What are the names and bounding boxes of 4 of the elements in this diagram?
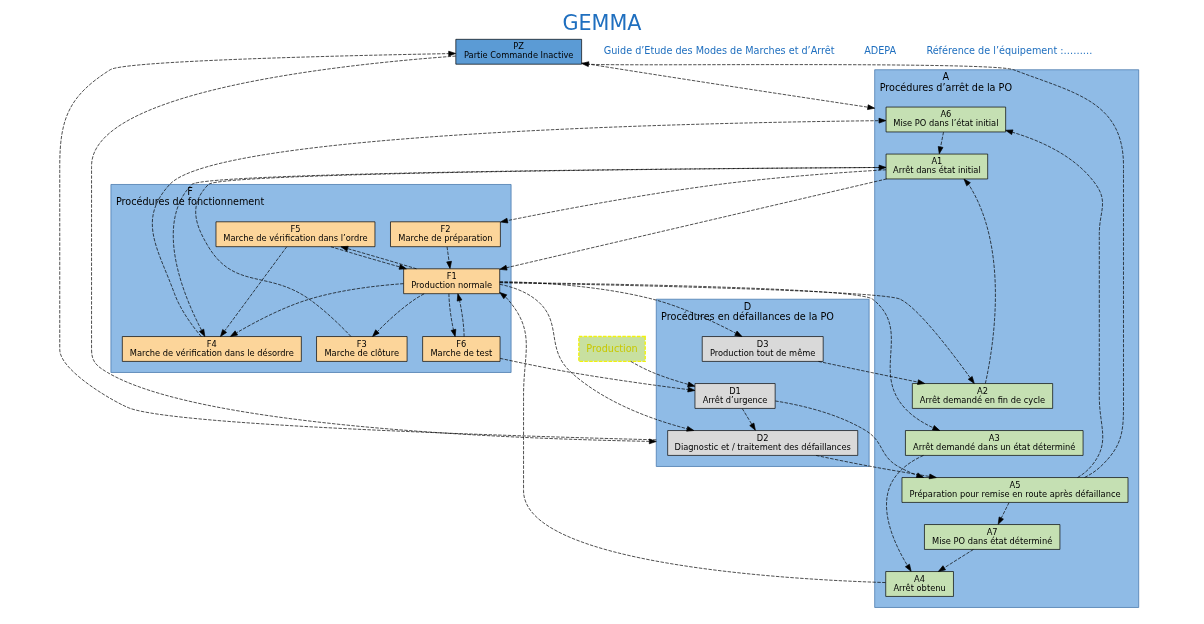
label: Référence de l’équipement :……… [926,45,1093,57]
label: Guide d’Etude des Modes de Marches et d’Arrêt [603,45,835,57]
diagram-title: GEMMA [562,11,642,36]
label: ADEPA [864,45,897,57]
